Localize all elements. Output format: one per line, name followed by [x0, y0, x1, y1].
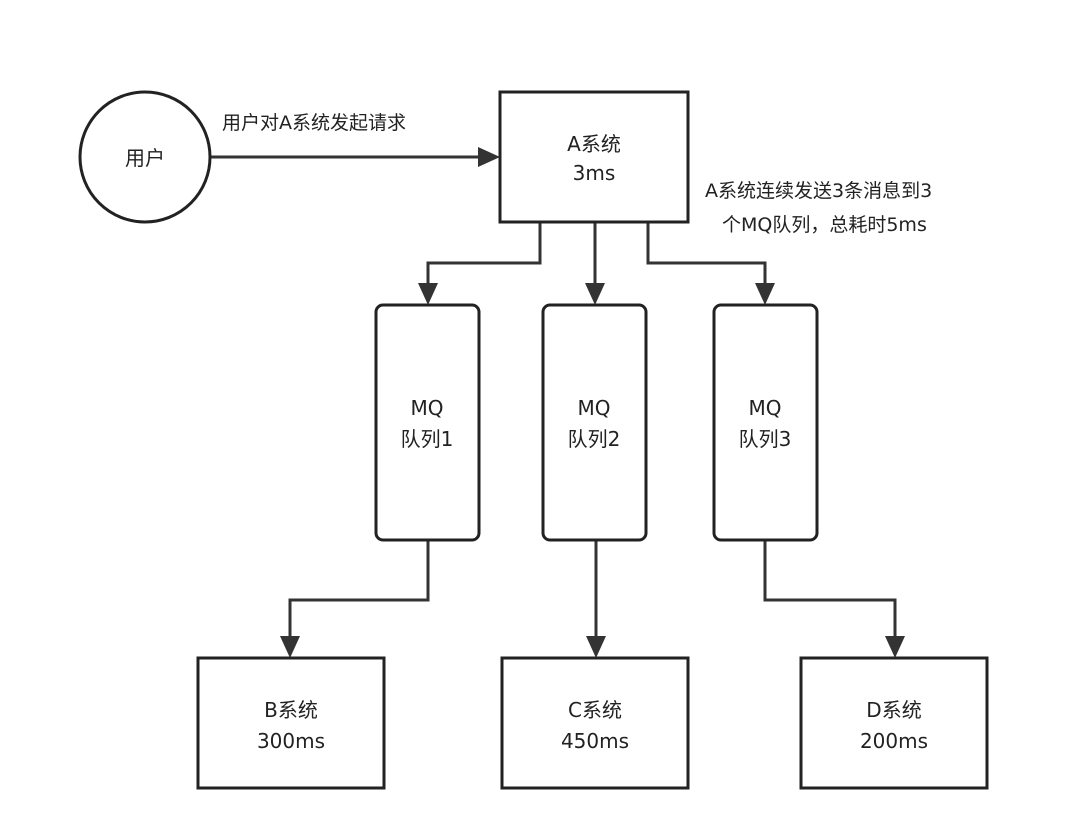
edge-label-send-messages-line1: A系统连续发送3条消息到3 [705, 180, 932, 202]
edge-label-send-messages: A系统连续发送3条消息到3 个MQ队列，总耗时5ms [705, 180, 932, 236]
node-mq-queue-2-name: 队列2 [568, 427, 621, 451]
node-mq-queue-1-name: 队列1 [401, 427, 454, 451]
node-system-c-time: 450ms [561, 729, 629, 753]
node-system-b-name: B系统 [264, 698, 318, 722]
edge-system-a-to-mq3 [646, 222, 775, 305]
node-system-d-time: 200ms [860, 729, 928, 753]
node-mq-queue-3-name: 队列3 [739, 427, 792, 451]
edge-mq1-to-system-b [280, 540, 430, 658]
node-mq-queue-3-title: MQ [749, 396, 782, 420]
edge-label-send-messages-line2: 个MQ队列，总耗时5ms [722, 214, 927, 236]
node-mq-queue-1: MQ 队列1 [374, 303, 481, 542]
edge-system-a-to-mq1 [418, 222, 542, 305]
edge-mq3-to-system-d [763, 540, 905, 658]
node-system-d-name: D系统 [866, 698, 921, 722]
edge-label-user-request: 用户对A系统发起请求 [222, 112, 406, 134]
node-user: 用户 [78, 90, 212, 224]
node-system-d: D系统 200ms [799, 656, 989, 790]
edge-system-a-to-mq2 [585, 222, 605, 305]
node-user-label: 用户 [125, 146, 165, 170]
node-system-b: B系统 300ms [196, 656, 386, 790]
node-system-a-time: 3ms [573, 161, 616, 185]
node-mq-queue-3: MQ 队列3 [712, 303, 819, 542]
node-system-a: A系统 3ms [498, 90, 690, 224]
node-system-b-time: 300ms [257, 729, 325, 753]
node-system-c: C系统 450ms [500, 656, 690, 790]
node-system-c-name: C系统 [568, 698, 622, 722]
node-mq-queue-2: MQ 队列2 [541, 303, 648, 542]
edge-mq2-to-system-c [586, 540, 606, 658]
node-mq-queue-1-title: MQ [411, 396, 444, 420]
node-system-a-name: A系统 [567, 132, 621, 156]
edge-user-to-system-a [210, 147, 500, 167]
node-mq-queue-2-title: MQ [578, 396, 611, 420]
